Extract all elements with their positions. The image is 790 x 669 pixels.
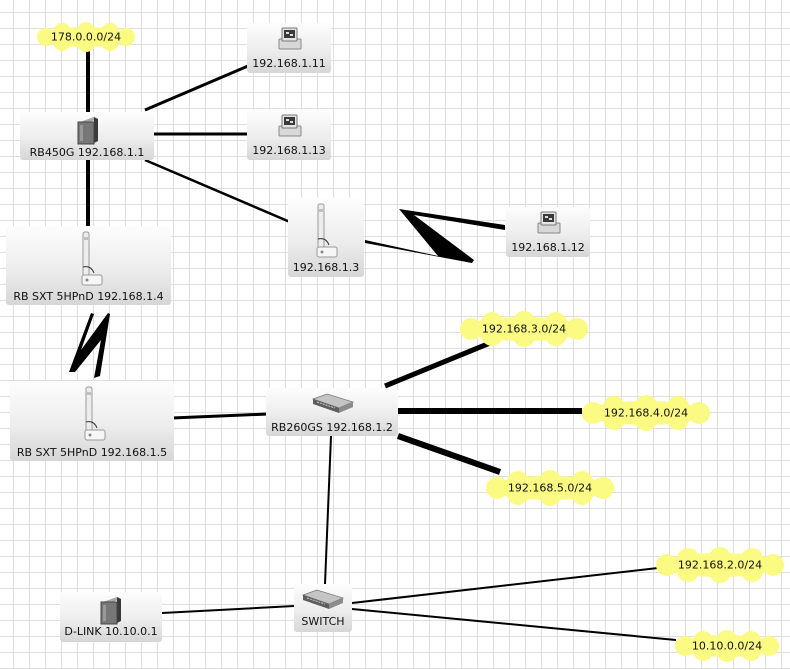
device-label: RB SXT 5HPnD 192.168.1.5: [16, 446, 168, 459]
link-rb450g-ap13: [144, 158, 291, 224]
workstation-icon: [277, 27, 303, 51]
device-node-sxt-14[interactable]: RB SXT 5HPnD 192.168.1.4: [6, 226, 171, 305]
network-cloud[interactable]: 192.168.3.0/24: [458, 311, 590, 347]
device-node-pc-12[interactable]: 192.168.1.12: [506, 207, 590, 257]
link-rb450g-pc11: [144, 64, 249, 112]
antenna-icon: [80, 386, 108, 444]
network-label: 178.0.0.0/24: [50, 30, 122, 44]
link-rb260gs-net3: [384, 340, 491, 389]
network-label: 192.168.4.0/24: [603, 406, 689, 420]
device-label: 192.168.1.3: [292, 261, 360, 274]
cloud-icon: [582, 395, 710, 431]
device-label: SWITCH: [301, 615, 345, 628]
link-sxt15-rb260gs: [171, 412, 269, 420]
device-node-switch[interactable]: SWITCH: [294, 584, 352, 632]
network-label: 192.168.2.0/24: [677, 558, 763, 572]
cloud-icon: [656, 547, 784, 583]
device-node-pc-11[interactable]: 192.168.1.11: [247, 23, 331, 73]
wireless-link-ap13-pc12: [365, 209, 505, 263]
device-label: 192.168.1.13: [252, 144, 326, 157]
network-label: 192.168.5.0/24: [507, 481, 593, 495]
device-node-pc-13[interactable]: 192.168.1.13: [247, 110, 331, 160]
network-cloud[interactable]: 192.168.2.0/24: [654, 547, 786, 583]
switch-icon: [301, 589, 345, 611]
device-label: 192.168.1.12: [511, 241, 585, 254]
device-label: 192.168.1.11: [252, 57, 326, 70]
link-rb260gs-net5: [397, 433, 501, 475]
cloud-icon: [37, 22, 135, 52]
device-label: RB450G 192.168.1.1: [29, 146, 145, 159]
switch-icon: [311, 393, 355, 415]
antenna-icon: [312, 203, 340, 261]
device-label: RB SXT 5HPnD 192.168.1.4: [13, 290, 164, 303]
link-switch-net2: [351, 567, 659, 604]
network-cloud[interactable]: 178.0.0.0/24: [32, 22, 140, 52]
link-dlink-switch: [161, 605, 295, 614]
device-node-rb260gs[interactable]: RB260GS 192.168.1.2: [266, 388, 398, 436]
device-label: D-LINK 10.10.0.1: [64, 625, 158, 638]
device-node-sxt-15[interactable]: RB SXT 5HPnD 192.168.1.5: [10, 381, 174, 461]
network-cloud[interactable]: 192.168.5.0/24: [484, 470, 616, 506]
network-label: 192.168.3.0/24: [481, 322, 567, 336]
router-box-icon: [76, 116, 100, 146]
network-cloud[interactable]: 10.10.0.0/24: [672, 630, 782, 662]
link-rb260gs-switch: [324, 435, 332, 585]
cloud-icon: [675, 630, 779, 662]
links-layer: [86, 50, 677, 641]
network-label: 10.10.0.0/24: [691, 639, 763, 653]
wireless-link-sxt14-sxt15: [69, 313, 110, 378]
antenna-icon: [77, 231, 105, 289]
router-box-icon: [99, 596, 123, 626]
link-switch-net10: [351, 608, 677, 641]
cloud-icon: [486, 470, 614, 506]
workstation-icon: [536, 211, 562, 235]
device-node-rb450g[interactable]: RB450G 192.168.1.1: [20, 112, 154, 160]
device-label: RB260GS 192.168.1.2: [271, 421, 393, 434]
workstation-icon: [277, 114, 303, 138]
device-node-ap-13[interactable]: 192.168.1.3: [288, 198, 364, 277]
network-cloud[interactable]: 192.168.4.0/24: [580, 395, 712, 431]
cloud-icon: [460, 311, 588, 347]
device-node-dlink[interactable]: D-LINK 10.10.0.1: [60, 592, 162, 642]
